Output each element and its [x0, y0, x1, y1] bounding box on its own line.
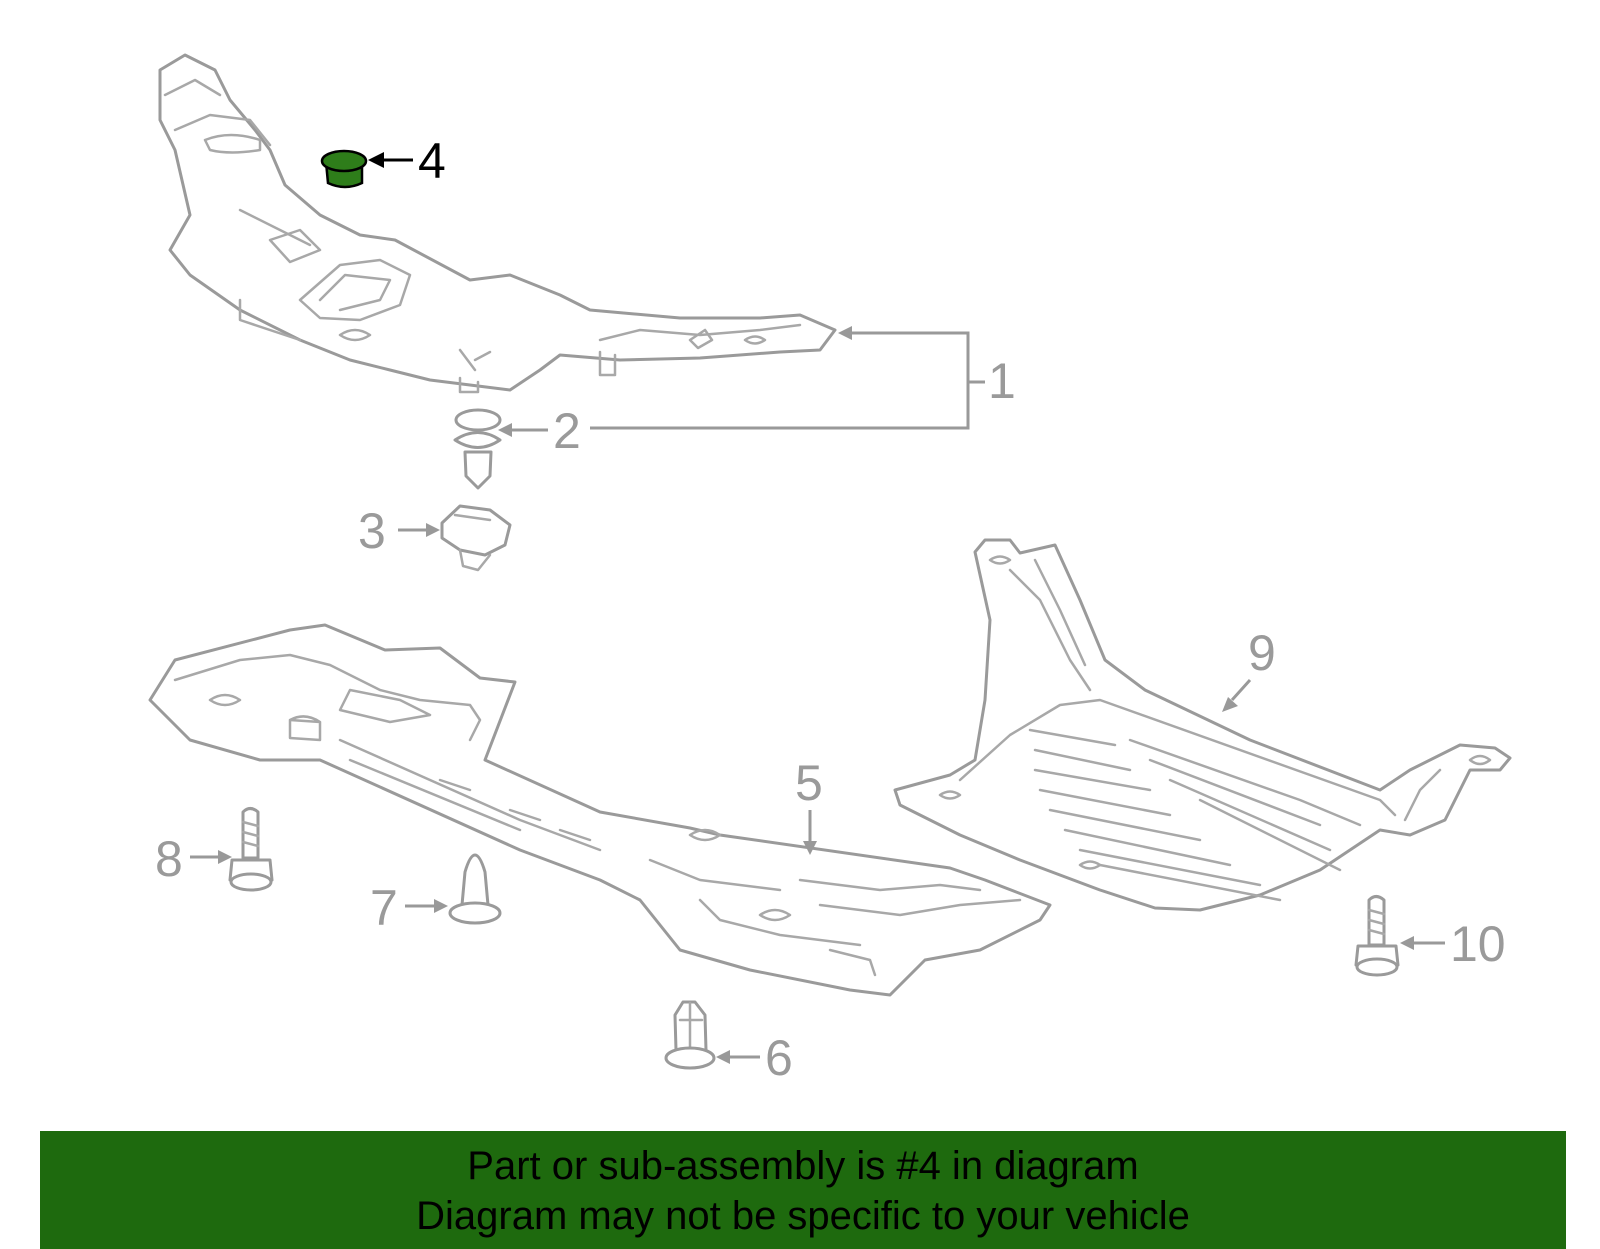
part-10-bolt[interactable] — [1354, 895, 1400, 977]
part-2-push-clip[interactable] — [453, 408, 502, 490]
callout-2-label[interactable]: 2 — [553, 403, 581, 459]
callout-6-label[interactable]: 6 — [765, 1030, 793, 1086]
part-3-clip-nut[interactable] — [440, 504, 512, 572]
info-banner: Part or sub-assembly is #4 in diagram Di… — [40, 1131, 1566, 1249]
callout-8-label[interactable]: 8 — [155, 831, 183, 887]
banner-line-disclaimer: Diagram may not be specific to your vehi… — [416, 1194, 1190, 1238]
part-6-clip[interactable] — [664, 1000, 716, 1070]
callout-3-label[interactable]: 3 — [358, 503, 386, 559]
callout-9-label[interactable]: 9 — [1248, 625, 1276, 681]
part-4-plug-highlighted[interactable] — [320, 149, 368, 189]
callout-1-label[interactable]: 1 — [988, 353, 1016, 409]
part-9-skid-plate[interactable] — [893, 538, 1512, 912]
callout-5-label[interactable]: 5 — [795, 755, 823, 811]
callout-4-label[interactable]: 4 — [418, 133, 446, 189]
part-7-push-pin[interactable] — [448, 853, 502, 925]
callout-leaders — [190, 152, 1445, 1064]
part-5-under-cover[interactable] — [148, 623, 1052, 997]
callout-7-label[interactable]: 7 — [370, 880, 398, 936]
callout-labels: 1 2 3 4 5 6 7 8 9 10 — [155, 133, 1506, 1086]
parts-diagram: 1 2 3 4 5 6 7 8 9 10 — [148, 53, 1512, 1086]
callout-10-label[interactable]: 10 — [1450, 916, 1506, 972]
part-1-upper-cover[interactable] — [158, 53, 837, 394]
part-8-bolt[interactable] — [228, 807, 274, 892]
banner-line-part-number: Part or sub-assembly is #4 in diagram — [467, 1144, 1139, 1188]
